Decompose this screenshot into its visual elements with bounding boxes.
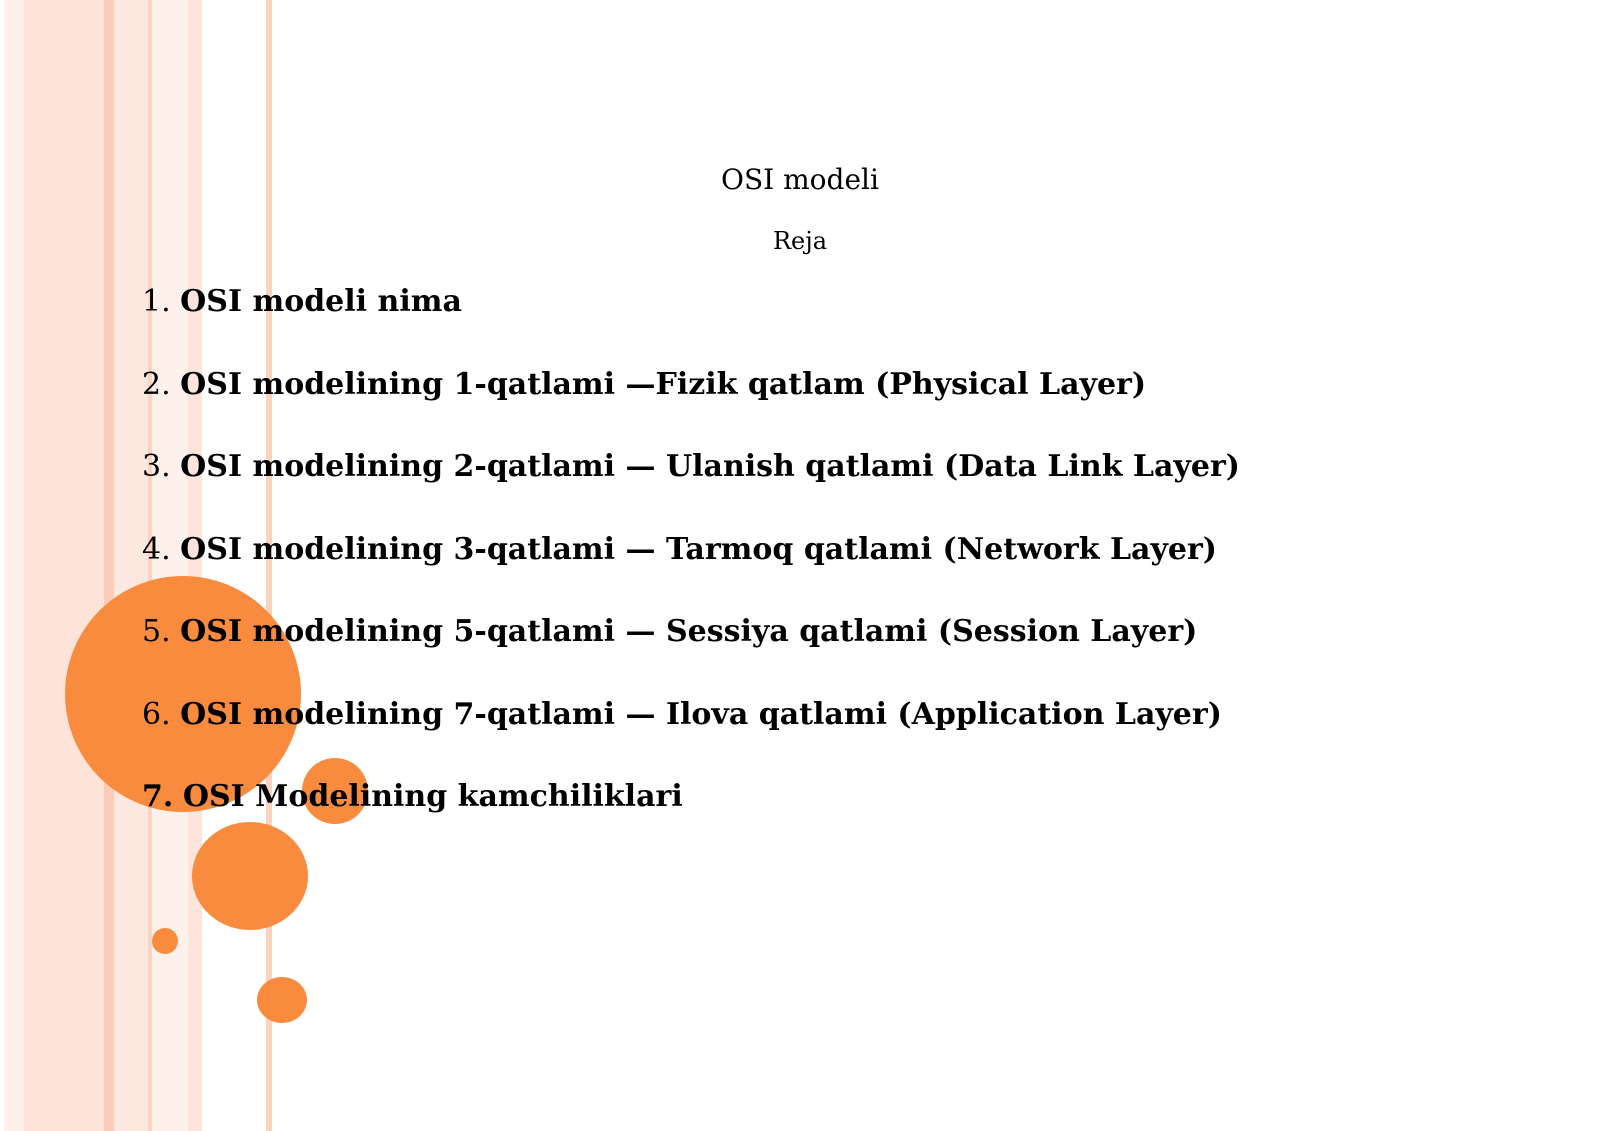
item-text: OSI modelining 3-qatlami — Tarmoq qatlam… — [180, 531, 1218, 567]
item-text: OSI modelining 1-qatlami —Fizik qatlam (… — [180, 366, 1147, 402]
list-item: 3. OSI modelining 2-qatlami — Ulanish qa… — [142, 447, 1442, 530]
plan-list: 1. OSI modeli nima 2. OSI modelining 1-q… — [142, 282, 1442, 860]
item-number: 6. — [142, 696, 171, 732]
document-title: OSI modeli — [721, 163, 879, 196]
list-item: 2. OSI modelining 1-qatlami —Fizik qatla… — [142, 365, 1442, 448]
list-item: 1. OSI modeli nima — [142, 282, 1442, 365]
item-text: OSI modeli nima — [180, 284, 462, 319]
item-number: 7. — [142, 779, 174, 814]
document-subtitle: Reja — [772, 227, 828, 255]
item-number: 3. — [142, 449, 171, 484]
item-text: OSI Modelining kamchiliklari — [182, 779, 683, 814]
item-number: 2. — [142, 366, 171, 402]
item-number: 4. — [142, 531, 171, 567]
item-text: OSI modelining 5-qatlami — Sessiya qatla… — [180, 614, 1198, 649]
item-text: OSI modelining 7-qatlami — Ilova qatlami… — [180, 696, 1222, 732]
decorative-circle — [152, 928, 178, 954]
list-item: 4. OSI modelining 3-qatlami — Tarmoq qat… — [142, 530, 1442, 613]
list-item: 6. OSI modelining 7-qatlami — Ilova qatl… — [142, 695, 1442, 778]
item-number: 1. — [142, 284, 171, 319]
list-item: 7. OSI Modelining kamchiliklari — [142, 777, 1442, 860]
item-text: OSI modelining 2-qatlami — Ulanish qatla… — [180, 449, 1240, 484]
list-item: 5. OSI modelining 5-qatlami — Sessiya qa… — [142, 612, 1442, 695]
item-number: 5. — [142, 614, 171, 649]
decorative-circle — [257, 977, 307, 1023]
